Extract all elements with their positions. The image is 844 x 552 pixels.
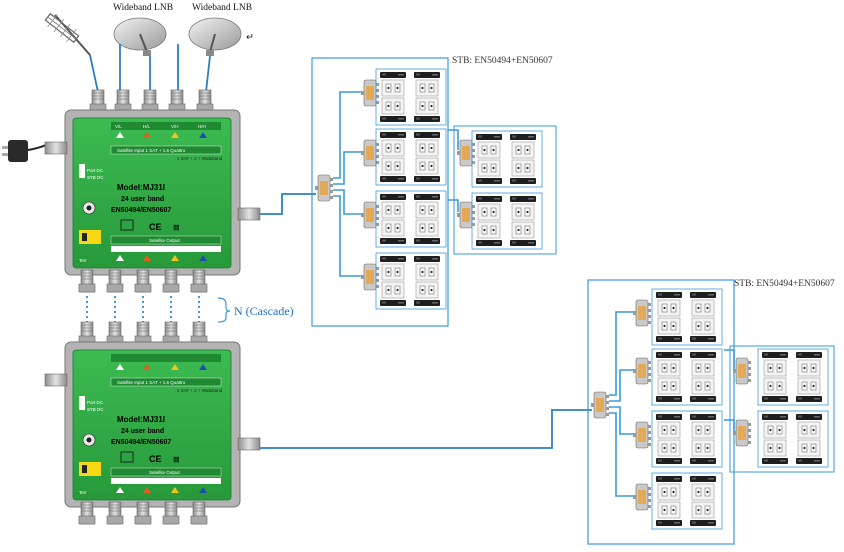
svg-text:⊠: ⊠ bbox=[173, 455, 180, 464]
terr-label: Terr bbox=[79, 490, 87, 495]
lnb-label: Wideband LNB bbox=[113, 3, 173, 13]
distribution-tree-top bbox=[260, 57, 557, 327]
model-label: Model:MJ31I bbox=[117, 183, 165, 192]
sat-output-label: Satellite Output bbox=[149, 470, 181, 475]
lnb-label: Wideband LNB bbox=[192, 3, 252, 13]
lnb-dish-icon bbox=[188, 17, 242, 56]
port-label: H/L bbox=[143, 124, 151, 129]
sat-input-sub-label: 2 SAT + 2 + Wideband bbox=[177, 156, 223, 161]
svg-text:⊠: ⊠ bbox=[173, 223, 180, 232]
lnb-cables bbox=[89, 44, 211, 93]
port-label: V/H bbox=[171, 124, 179, 129]
standard-label: EN50494/EN50607 bbox=[111, 207, 171, 214]
cascade-links bbox=[86, 296, 231, 323]
user-band-label: 24 user band bbox=[121, 428, 164, 435]
terrestrial-antenna-icon bbox=[44, 12, 91, 56]
stb-label: STB: EN50494+EN50607 bbox=[452, 56, 553, 66]
power-adapter-icon bbox=[2, 140, 49, 162]
multiswitch-top: V/L H/L V/H H/H Satellite Input 1 SAT + … bbox=[44, 89, 261, 293]
port-dc-label: Port DC bbox=[87, 168, 104, 173]
stb-dc-label: STB DC bbox=[87, 175, 104, 180]
cascade-label: N (Cascade) bbox=[234, 304, 294, 318]
sat-input-sub-label: 2 SAT + 2 + Wideband bbox=[177, 388, 223, 393]
svg-text:CE: CE bbox=[149, 454, 162, 464]
port-label: V/L bbox=[115, 124, 122, 129]
sat-output-label: Satellite Output bbox=[149, 238, 181, 243]
standard-label: EN50494/EN50607 bbox=[111, 439, 171, 446]
port-dc-label: Port DC bbox=[87, 400, 104, 405]
sat-input-label: Satellite Input 1 SAT + 1.6 Quattro bbox=[117, 380, 186, 385]
stb-dc-label: STB DC bbox=[87, 407, 104, 412]
sat-input-label: Satellite Input 1 SAT + 1.6 Quattro bbox=[117, 148, 186, 153]
distribution-tree-bottom bbox=[260, 279, 835, 545]
lnb-dish-icon bbox=[113, 17, 167, 56]
svg-text:CE: CE bbox=[149, 222, 162, 232]
return-mark: ↵ bbox=[246, 33, 254, 43]
user-band-label: 24 user band bbox=[121, 196, 164, 203]
stb-label: STB: EN50494+EN50607 bbox=[734, 279, 835, 289]
model-label: Model:MJ31I bbox=[117, 415, 165, 424]
port-label: H/H bbox=[198, 124, 206, 129]
terr-label: Terr bbox=[79, 258, 87, 263]
multiswitch-bottom: Satellite Input 1 SAT + 1.6 Quattro 2 SA… bbox=[44, 321, 261, 525]
